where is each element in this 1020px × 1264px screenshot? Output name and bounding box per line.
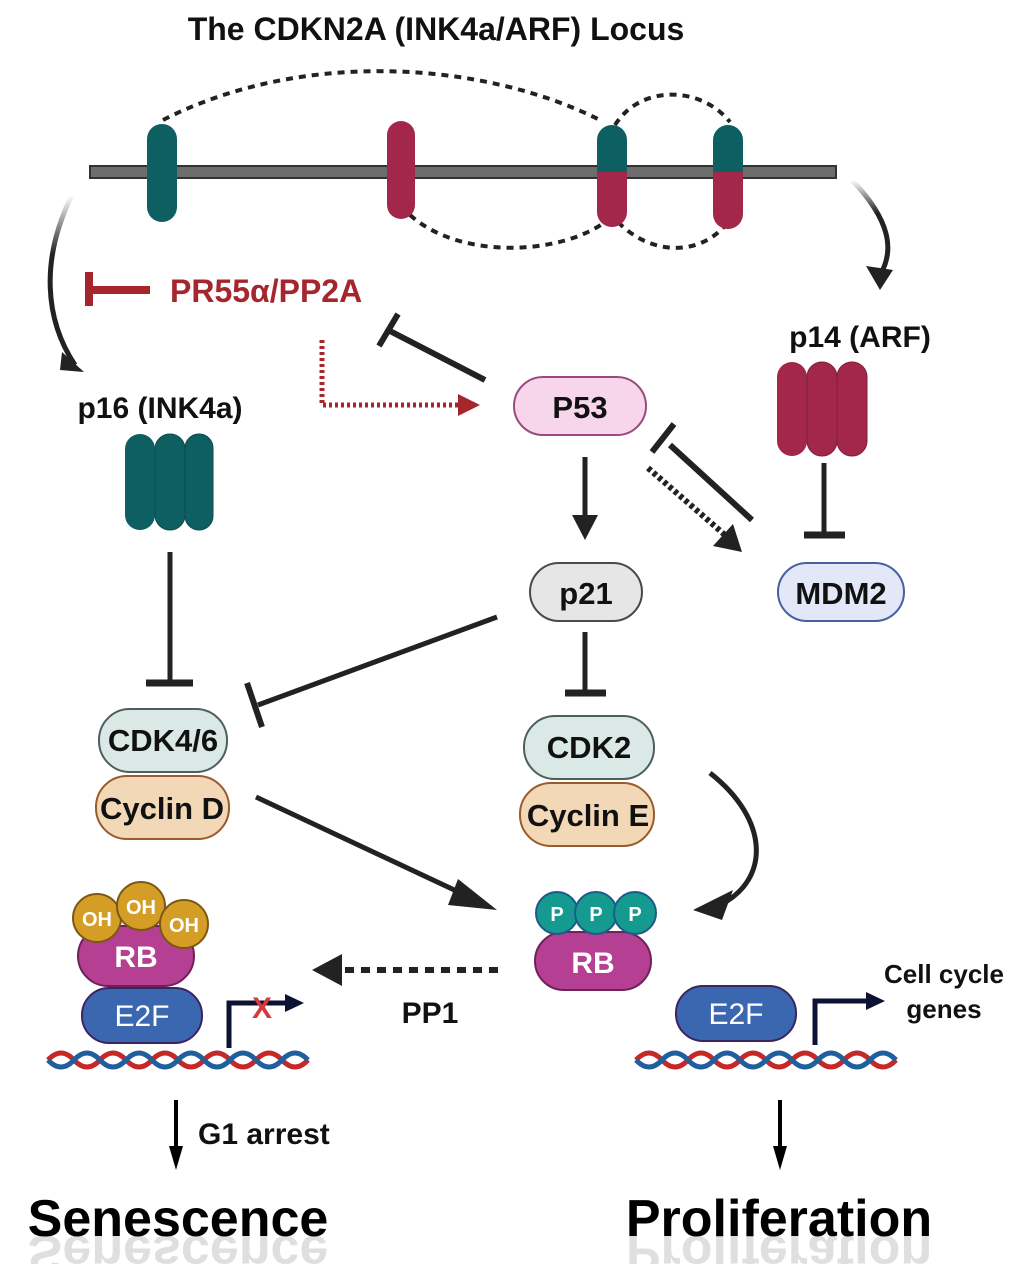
- svg-text:OH: OH: [169, 915, 199, 937]
- proliferation-reflection: Proliferation: [626, 1224, 932, 1264]
- p14-label: p14 (ARF): [789, 321, 931, 354]
- pp1-label: PP1: [402, 997, 459, 1030]
- arrow-locus-to-p16: [47, 193, 78, 367]
- cyclin-d-label: Cyclin D: [100, 791, 224, 826]
- cdkn2a-locus: [89, 69, 837, 250]
- outcome-senescence: Senescence: [28, 1190, 329, 1248]
- cdk46-cyclind-complex: CDK4/6 Cyclin D: [95, 708, 230, 840]
- rb-left-label: RB: [114, 941, 157, 974]
- p21-inhibits-cdk2: [565, 632, 606, 697]
- senescence-reflection: Senescence: [28, 1224, 329, 1264]
- dna-helix-left: [46, 1050, 310, 1070]
- mdm2-node: MDM2: [777, 562, 905, 622]
- p21-node: p21: [529, 562, 643, 622]
- blocked-transcription-arrow: X: [226, 992, 304, 1048]
- arrow-locus-to-p14: [850, 178, 891, 277]
- exon-3: [713, 125, 743, 229]
- mdm2-label: MDM2: [795, 576, 886, 611]
- p21-inhibits-cdk46: [244, 614, 498, 728]
- exon-1beta: [387, 121, 415, 219]
- phosphate-groups: P P P: [535, 891, 657, 935]
- arrowhead-p14: [866, 266, 893, 290]
- pr55-inhibition: [85, 272, 150, 306]
- oh-groups: OH OH OH: [72, 881, 209, 949]
- exon-2: [597, 125, 627, 227]
- p21-label: p21: [559, 576, 612, 611]
- cell-cycle-genes-line2: genes: [906, 994, 981, 1024]
- p16-inhibits-cdk46: [146, 552, 193, 687]
- cdk2-label: CDK2: [547, 730, 631, 765]
- pr55-activates-p53-dotted: [319, 340, 468, 408]
- svg-text:OH: OH: [126, 897, 156, 919]
- p53-node: P53: [513, 376, 647, 436]
- arrowhead-pr55-p53: [458, 394, 480, 416]
- e2f-left-label: E2F: [114, 1000, 169, 1033]
- dna-helix-right: [634, 1050, 898, 1070]
- p14-protein-icon: [777, 361, 868, 457]
- splice-line-arf: [408, 213, 607, 250]
- cdk2-phosphorylates-rb: [693, 771, 759, 920]
- g1-arrest-label: G1 arrest: [198, 1118, 330, 1151]
- e2f-free: E2F: [675, 985, 797, 1042]
- exon-1alpha: [147, 124, 177, 222]
- chromosome-bar: [89, 165, 837, 179]
- cdk2-cyclin-e-complex: CDK2 Cyclin E: [519, 715, 655, 847]
- svg-text:P: P: [550, 904, 563, 926]
- transcription-arrow: [812, 992, 885, 1045]
- splice-line-arf-exon3: [616, 220, 730, 250]
- p14-inhibits-mdm2: [804, 463, 845, 539]
- arrow-to-proliferation: [773, 1100, 787, 1170]
- pp1-dephosphorylation-arrow: [312, 954, 505, 986]
- splice-line-exon3: [613, 92, 732, 127]
- cdk46-phosphorylates-rb: [254, 794, 497, 910]
- diagram-title: The CDKN2A (INK4a/ARF) Locus: [188, 11, 685, 47]
- rb-phosphorylated: RB P P P: [534, 891, 657, 991]
- cell-cycle-genes-line1: Cell cycle: [884, 959, 1004, 989]
- p53-label: P53: [552, 390, 607, 425]
- e2f-right-label: E2F: [708, 998, 763, 1031]
- cyclin-e-label: Cyclin E: [527, 798, 649, 833]
- splice-line-ink4a: [162, 69, 601, 122]
- svg-text:P: P: [628, 904, 641, 926]
- block-x-icon: X: [252, 992, 272, 1025]
- svg-text:P: P: [589, 904, 602, 926]
- mdm2-inhibits-p53: [649, 422, 755, 523]
- p16-protein-icon: [125, 433, 214, 531]
- arrowhead-p16: [60, 352, 84, 372]
- pr55-pp2a-label: PR55α/PP2A: [170, 273, 362, 309]
- p16-label: p16 (INK4a): [77, 392, 242, 425]
- p53-activates-mdm2-dotted: [646, 465, 742, 552]
- rb-right-label: RB: [571, 947, 614, 980]
- cdk46-label: CDK4/6: [108, 723, 218, 758]
- p53-inhibits-pr55: [376, 312, 487, 383]
- p53-activates-p21: [572, 457, 598, 540]
- outcome-proliferation: Proliferation: [626, 1190, 932, 1248]
- rb-e2f-hypophosphorylated: RB OH OH OH E2F: [72, 881, 209, 1044]
- arrow-to-senescence: [169, 1100, 183, 1170]
- svg-text:OH: OH: [82, 909, 112, 931]
